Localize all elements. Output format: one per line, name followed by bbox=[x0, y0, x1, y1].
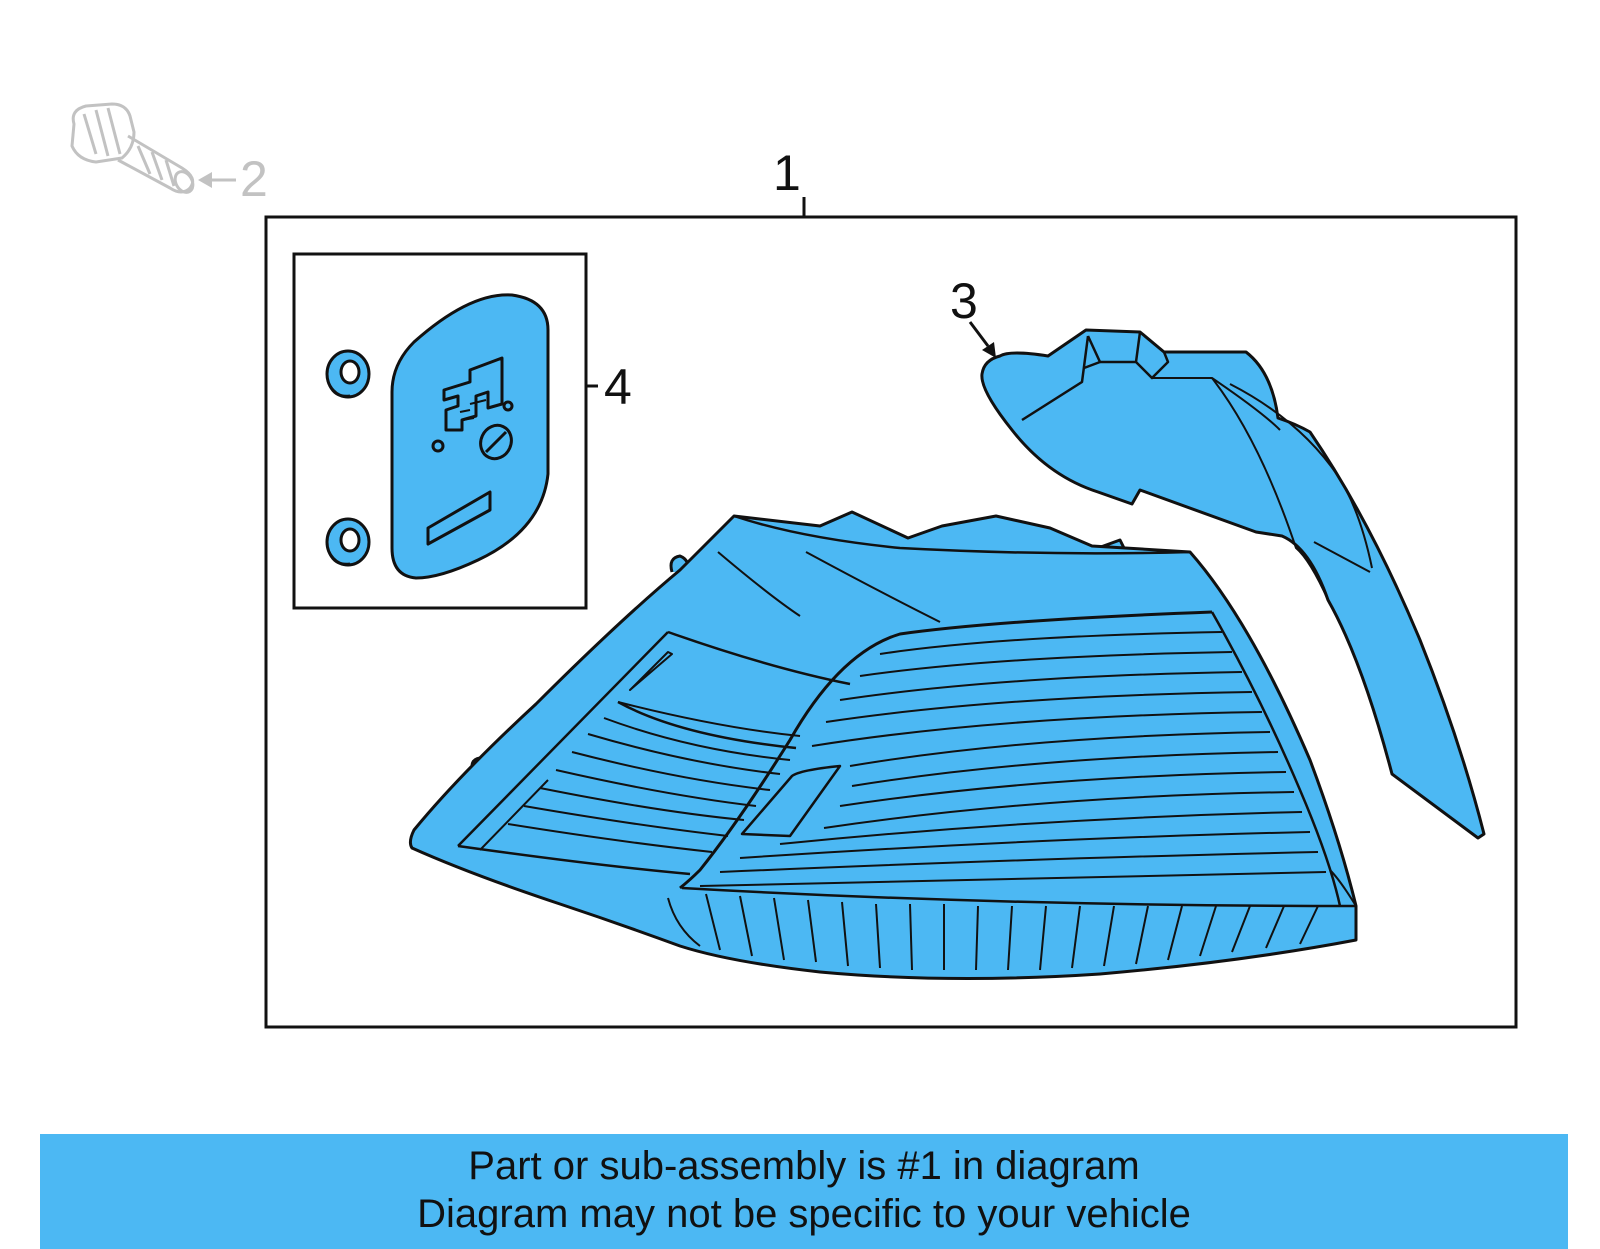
callout-3: 3 bbox=[950, 273, 978, 329]
banner-line-1: Part or sub-assembly is #1 in diagram bbox=[468, 1144, 1140, 1188]
bolt-part-2 bbox=[70, 102, 195, 194]
info-banner: Part or sub-assembly is #1 in diagram Di… bbox=[40, 1134, 1568, 1249]
tail-lamp-part-1 bbox=[408, 510, 1358, 981]
callout-2-leader bbox=[198, 172, 236, 188]
callout-2: 2 bbox=[240, 151, 268, 207]
assembly-frame bbox=[264, 215, 1518, 1029]
banner-line-2: Diagram may not be specific to your vehi… bbox=[417, 1192, 1191, 1236]
grommets bbox=[325, 349, 371, 567]
callout-3-leader bbox=[968, 321, 996, 358]
callout-4: 4 bbox=[604, 359, 632, 415]
socket-plate bbox=[390, 293, 550, 580]
socket-subframe bbox=[292, 252, 588, 610]
gasket-part-3 bbox=[980, 328, 1486, 840]
callout-1: 1 bbox=[773, 145, 801, 201]
